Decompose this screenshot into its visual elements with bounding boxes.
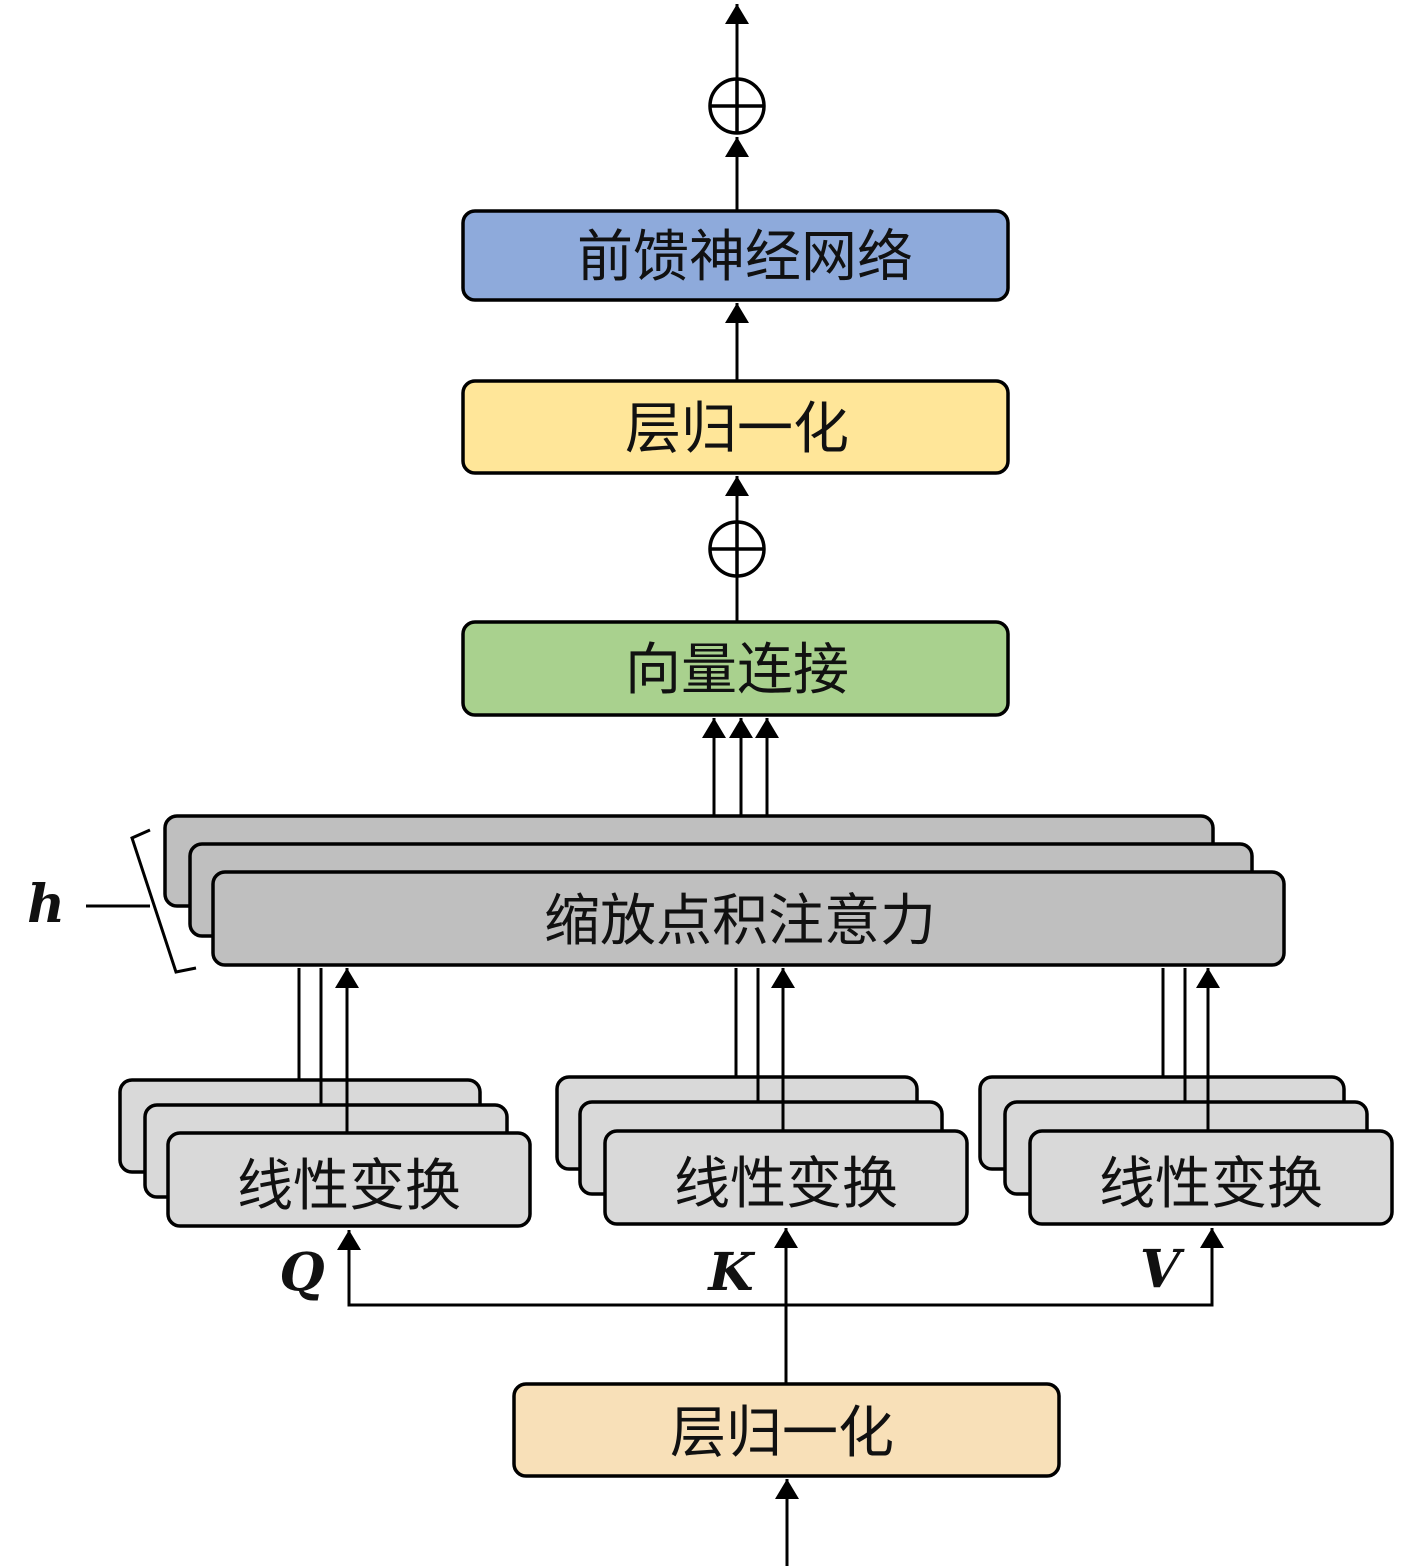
heads-bracket: h (27, 828, 197, 974)
layer-norm-top-block: 层归一化 (461, 379, 1010, 475)
attention-label: 缩放点积注意力 (544, 889, 936, 954)
linear-v-stack: 线性变换 (978, 1075, 1394, 1226)
concat-block: 向量连接 (461, 620, 1010, 717)
layer-norm-bottom-box (512, 1382, 1061, 1478)
key-label: K (706, 1242, 755, 1303)
ffn-block: 前馈神经网络 (461, 209, 1010, 302)
arrow-input-to-v (786, 1228, 1224, 1307)
linear-k-stack: 线性变换 (555, 1075, 969, 1226)
layer-norm-bottom-label: 层归一化 (670, 1401, 894, 1466)
query-label: Q (279, 1242, 324, 1303)
linear-k-box-front (603, 1129, 969, 1226)
ffn-box (461, 209, 1010, 302)
linear-q-stack: 线性变换 (118, 1078, 532, 1228)
layer-norm-bottom-block: 层归一化 (512, 1382, 1061, 1478)
linear-v-box-front (1028, 1129, 1394, 1226)
heads-count-label: h (27, 874, 65, 935)
residual-add-top (708, 77, 766, 135)
value-label: V (1140, 1239, 1185, 1300)
concat-label: 向量连接 (625, 638, 849, 703)
linear-k-label: 线性变换 (674, 1152, 898, 1217)
bracket-shape (130, 828, 197, 974)
linear-v-label: 线性变换 (1099, 1152, 1323, 1217)
layer-norm-top-label: 层归一化 (625, 397, 849, 462)
ffn-label: 前馈神经网络 (577, 225, 913, 290)
arrow-input-to-q (337, 1230, 786, 1307)
attention-box-front (211, 870, 1286, 967)
residual-add-middle (708, 520, 766, 578)
linear-q-box-front (166, 1131, 532, 1228)
linear-q-label: 线性变换 (237, 1154, 461, 1219)
concat-box (461, 620, 1010, 717)
layer-norm-top-box (461, 379, 1010, 475)
attention-stack: 缩放点积注意力 (163, 814, 1286, 967)
